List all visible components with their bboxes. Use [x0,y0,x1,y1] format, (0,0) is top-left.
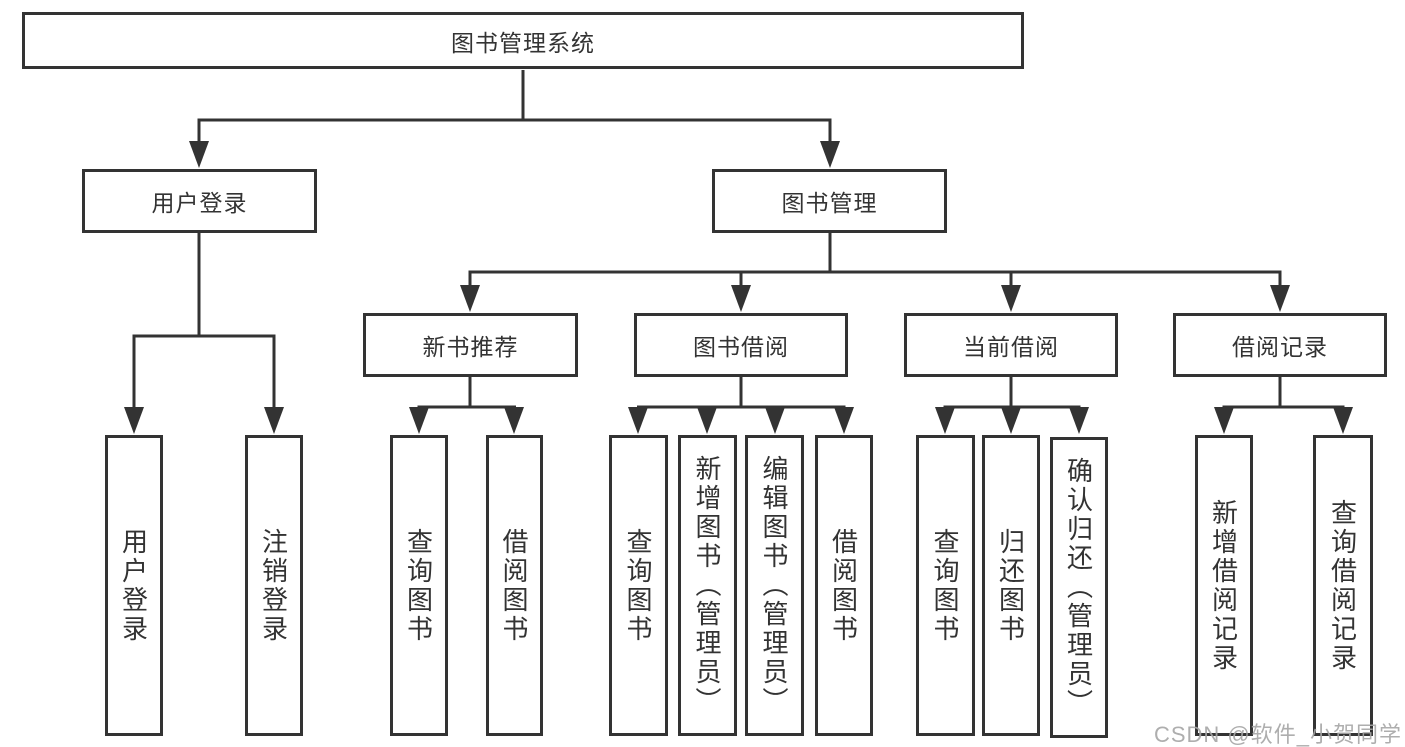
node-current-borrowing: 当前借阅 [904,313,1118,377]
node-book-borrowing: 图书借阅 [634,313,848,377]
arrowhead [628,407,648,434]
arrowhead [765,407,785,434]
arrowhead [1001,285,1021,312]
node-label: 新增图书（管理员） [692,455,722,716]
arrowhead [504,407,524,434]
leaf-recommend-query-books: 查询图书 [390,435,448,736]
node-label: 借阅记录 [1232,334,1328,360]
node-label: 当前借阅 [963,334,1059,360]
node-label: 新增借阅记录 [1208,498,1239,673]
arrowhead [1069,407,1089,434]
leaf-records-query-record: 查询借阅记录 [1313,435,1373,736]
arrowhead [731,285,751,312]
leaf-borrowing-borrow-books: 借阅图书 [815,435,873,736]
leaf-borrowing-add-books-admin: 新增图书（管理员） [678,435,737,736]
arrowhead [935,407,955,434]
node-label: 查询图书 [623,527,653,644]
leaf-user-login: 用户登录 [105,435,163,736]
node-label: 注销登录 [258,527,289,644]
node-label: 查询图书 [403,527,434,644]
node-borrowing-records: 借阅记录 [1173,313,1387,377]
node-label: 查询借阅记录 [1327,498,1358,673]
leaf-records-add-record: 新增借阅记录 [1195,435,1253,736]
arrowhead [460,285,480,312]
arrowhead [1333,407,1353,434]
arrowhead [1001,407,1021,434]
node-label: 图书管理系统 [451,29,595,56]
node-label: 确认归还（管理员） [1063,457,1094,718]
node-user-login: 用户登录 [82,169,317,233]
node-label: 借阅图书 [499,527,529,644]
leaf-current-confirm-return-admin: 确认归还（管理员） [1050,437,1108,738]
node-label: 编辑图书（管理员） [759,455,789,716]
arrowhead [1214,407,1234,434]
arrowhead [189,141,209,168]
node-label: 归还图书 [995,527,1026,644]
node-label: 图书管理 [781,190,878,216]
node-new-book-recommend: 新书推荐 [363,313,578,377]
node-label: 用户登录 [151,190,248,216]
arrowhead [1270,285,1290,312]
arrowhead [124,407,144,434]
leaf-borrowing-query-books: 查询图书 [609,435,668,736]
leaf-recommend-borrow-books: 借阅图书 [486,435,543,736]
node-label: 借阅图书 [828,527,859,644]
node-label: 新书推荐 [422,334,519,360]
leaf-current-query-books: 查询图书 [916,435,975,736]
leaf-current-return-books: 归还图书 [982,435,1040,736]
arrowhead [264,407,284,434]
arrowhead [697,407,717,434]
arrowhead [409,407,429,434]
arrowhead [820,141,840,168]
watermark-text: CSDN @软件_小贺同学 [1153,722,1402,747]
arrowhead [834,407,854,434]
node-root-system: 图书管理系统 [22,12,1024,69]
node-book-management: 图书管理 [712,169,947,233]
leaf-logout-login: 注销登录 [245,435,303,736]
node-label: 查询图书 [930,527,960,644]
leaf-borrowing-edit-books-admin: 编辑图书（管理员） [745,435,804,736]
node-label: 图书借阅 [693,334,789,360]
node-label: 用户登录 [118,527,149,644]
